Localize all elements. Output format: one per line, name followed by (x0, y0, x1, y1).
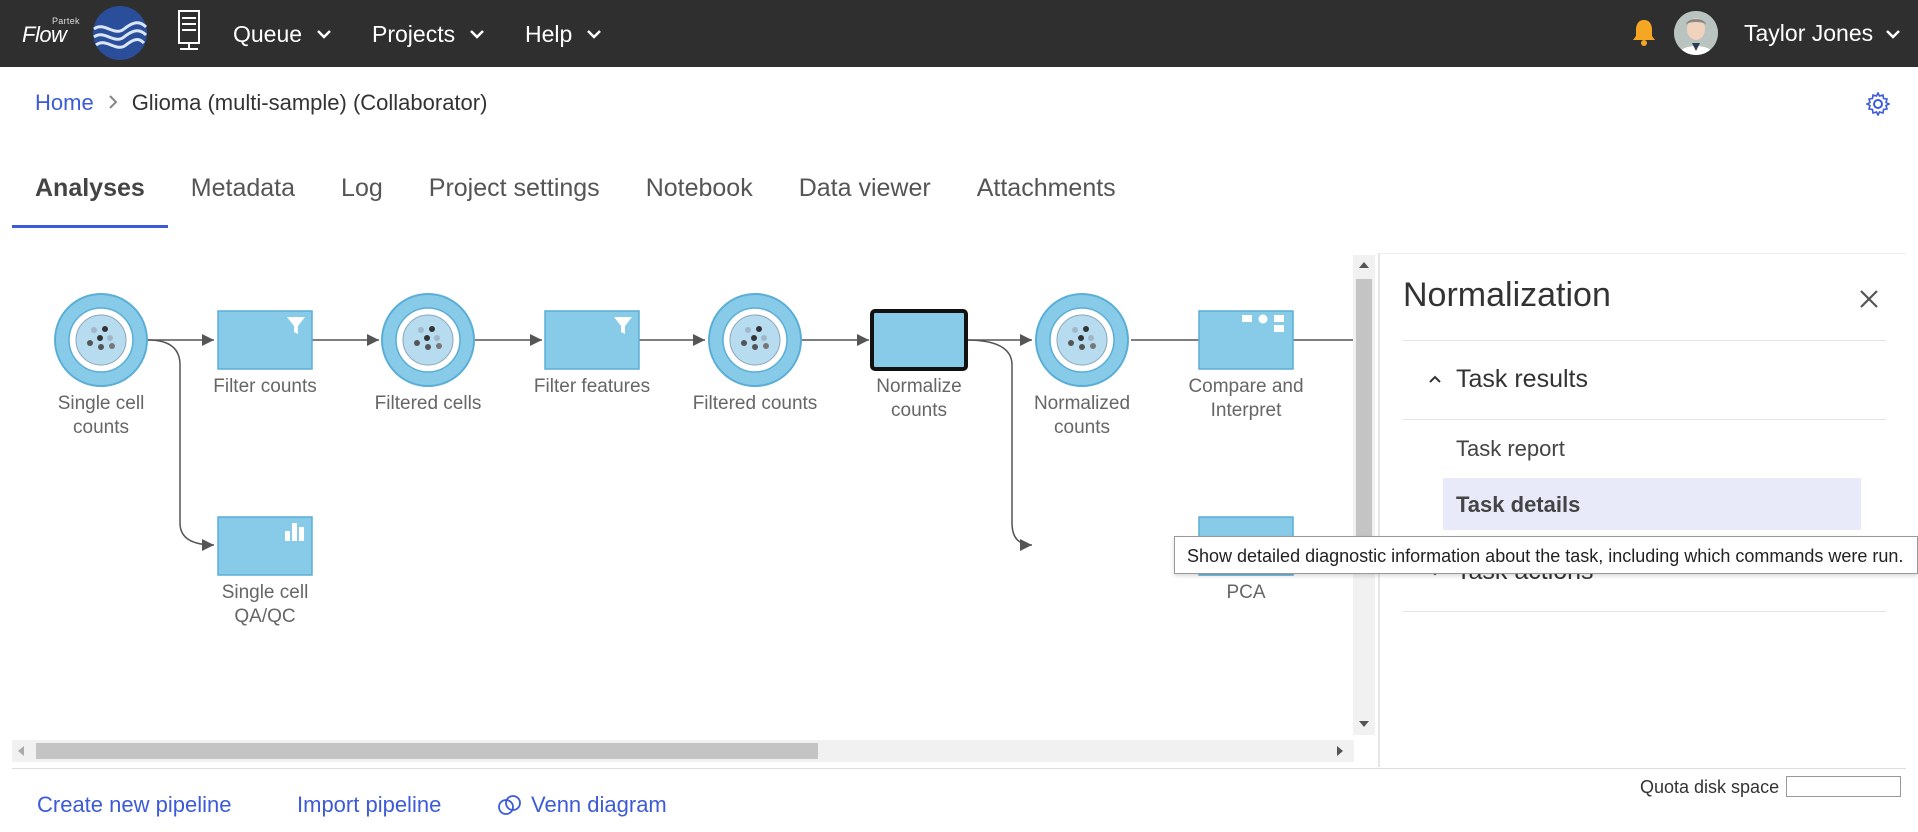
chevron-down-icon (1886, 29, 1901, 39)
brand-text: Flow (22, 22, 67, 47)
breadcrumb-current: Glioma (multi-sample) (Collaborator) (131, 90, 488, 115)
data-node-filtered-counts[interactable] (708, 293, 802, 387)
chevron-down-icon (317, 30, 331, 39)
avatar[interactable] (1674, 11, 1718, 55)
node-label: Normalize counts (876, 376, 962, 421)
task-node-normalize-counts-selected[interactable] (870, 309, 968, 371)
bell-icon[interactable] (1631, 18, 1657, 46)
server-icon[interactable] (176, 9, 202, 51)
pipeline-canvas[interactable]: Single cell counts Filter counts Filtere… (12, 255, 1354, 740)
horizontal-scrollbar[interactable] (12, 740, 1354, 762)
workflow-icon (1242, 314, 1284, 332)
divider (1403, 340, 1886, 341)
venn-diagram-icon (498, 795, 521, 815)
node-label: Normalized counts (1033, 393, 1131, 438)
data-node-single-cell-counts[interactable] (54, 293, 148, 387)
breadcrumb: Home Glioma (multi-sample) (Collaborator… (35, 90, 487, 116)
nav-help[interactable]: Help (525, 20, 602, 48)
tab-data-viewer[interactable]: Data viewer (798, 174, 931, 202)
filter-icon (287, 317, 305, 334)
user-menu[interactable]: Taylor Jones (1744, 20, 1901, 47)
task-node-single-cell-qa-qc[interactable] (217, 516, 313, 576)
node-label: Filtered cells (374, 393, 482, 414)
task-details-link[interactable]: Task details (1443, 478, 1861, 530)
nav-projects-label: Projects (372, 20, 456, 47)
nav-help-label: Help (525, 20, 573, 47)
filter-icon (614, 317, 632, 334)
node-label: Single cell counts (57, 393, 145, 438)
data-node-filtered-cells[interactable] (381, 293, 475, 387)
nav-queue-label: Queue (233, 20, 303, 47)
data-node-normalized-counts[interactable] (1035, 293, 1129, 387)
wave-logo-icon (93, 6, 148, 60)
chevron-up-icon (1429, 375, 1441, 383)
section-task-results[interactable]: Task results (1428, 365, 1588, 394)
divider (1403, 419, 1886, 420)
nav-projects[interactable]: Projects (372, 20, 485, 48)
scroll-right-icon[interactable] (1336, 745, 1344, 757)
tab-log[interactable]: Log (341, 174, 383, 202)
panel-title: Normalization (1403, 276, 1611, 314)
gear-icon[interactable] (1866, 92, 1890, 116)
task-node-filter-counts[interactable] (217, 310, 313, 370)
quota-progress-bar (1786, 776, 1901, 797)
scroll-left-icon[interactable] (17, 745, 25, 757)
task-node-filter-features[interactable] (544, 310, 640, 370)
tab-project-settings[interactable]: Project settings (428, 174, 600, 202)
edge (147, 339, 215, 551)
breadcrumb-home-link[interactable]: Home (35, 90, 94, 115)
create-new-pipeline-link[interactable]: Create new pipeline (37, 792, 232, 817)
tab-notebook[interactable]: Notebook (645, 174, 753, 202)
project-tabs: Analyses Metadata Log Project settings N… (12, 170, 1162, 230)
scrollbar-thumb[interactable] (36, 743, 818, 759)
import-pipeline-link[interactable]: Import pipeline (297, 792, 442, 817)
top-bar: Partek Flow Queue Projects Help (0, 0, 1918, 67)
tab-analyses[interactable]: Analyses (12, 170, 168, 228)
venn-diagram-link[interactable]: Venn diagram (497, 792, 667, 818)
chevron-right-icon (108, 90, 118, 116)
node-label: Filtered counts (692, 393, 818, 414)
close-icon[interactable] (1858, 288, 1880, 310)
section-task-results-label: Task results (1456, 365, 1588, 393)
scrollbar-thumb[interactable] (1356, 279, 1372, 539)
chevron-down-icon (470, 30, 484, 39)
divider (1403, 611, 1886, 612)
tooltip: Show detailed diagnostic information abo… (1174, 536, 1918, 574)
scroll-up-icon[interactable] (1358, 261, 1370, 269)
scroll-down-icon[interactable] (1358, 720, 1370, 728)
node-label: Filter features (533, 376, 651, 397)
bar-chart-icon (285, 523, 304, 541)
vertical-scrollbar[interactable] (1353, 255, 1375, 735)
task-report-link[interactable]: Task report (1456, 436, 1565, 461)
task-panel: Normalization Task results Task report T… (1378, 253, 1906, 767)
app-logo[interactable]: Partek Flow (20, 3, 150, 63)
node-label: Single cell QA/QC (221, 582, 309, 627)
chevron-down-icon (587, 30, 602, 39)
tab-attachments[interactable]: Attachments (976, 174, 1116, 202)
nav-queue[interactable]: Queue (233, 20, 332, 48)
node-label: PCA (1226, 582, 1266, 603)
pipeline-graph (54, 293, 1354, 576)
user-avatar-icon (1674, 11, 1718, 55)
node-label: Compare and Interpret (1188, 376, 1304, 421)
venn-diagram-label: Venn diagram (531, 792, 667, 817)
node-label: Filter counts (213, 376, 317, 397)
footer-divider (12, 768, 1906, 769)
brand-small-text: Partek (52, 16, 80, 26)
tab-metadata[interactable]: Metadata (190, 174, 296, 202)
user-name: Taylor Jones (1744, 20, 1874, 46)
edge (965, 339, 1033, 551)
quota-label: Quota disk space (1640, 777, 1780, 797)
task-node-compare-and-interpret[interactable] (1198, 310, 1294, 370)
